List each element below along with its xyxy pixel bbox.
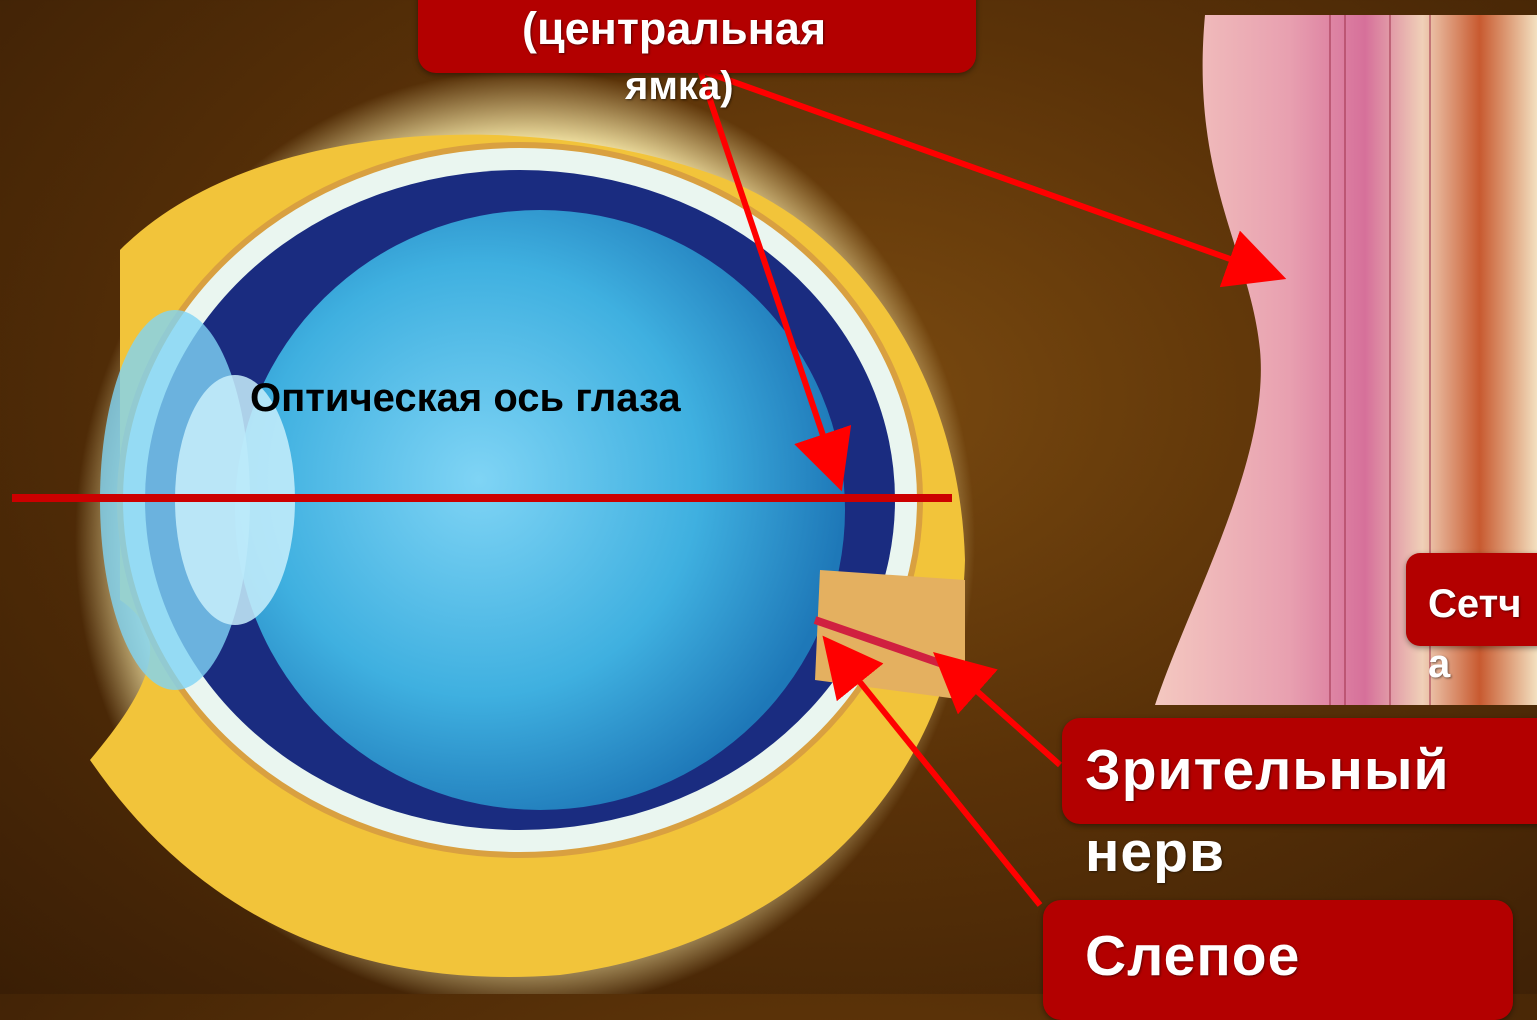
- blind-spot-label: Слепое: [1085, 922, 1300, 990]
- slide: (центральная ямка) Оптическая ось глаза …: [0, 0, 1537, 994]
- vitreous-body: [235, 210, 845, 810]
- optic-axis-label: Оптическая ось глаза: [250, 376, 681, 421]
- optic-nerve: [815, 570, 965, 700]
- fovea-label-line1: (центральная: [522, 2, 826, 56]
- retina-label-line1: Сетч: [1428, 580, 1521, 628]
- retina-label-line2: а: [1428, 640, 1450, 688]
- optic-nerve-label-line2: нерв: [1085, 818, 1225, 886]
- eye-diagram: [0, 0, 1537, 994]
- fovea-label-line2: ямка): [625, 62, 734, 110]
- arrow-optic-nerve: [942, 660, 1060, 765]
- optic-nerve-label-line1: Зрительный: [1085, 736, 1450, 804]
